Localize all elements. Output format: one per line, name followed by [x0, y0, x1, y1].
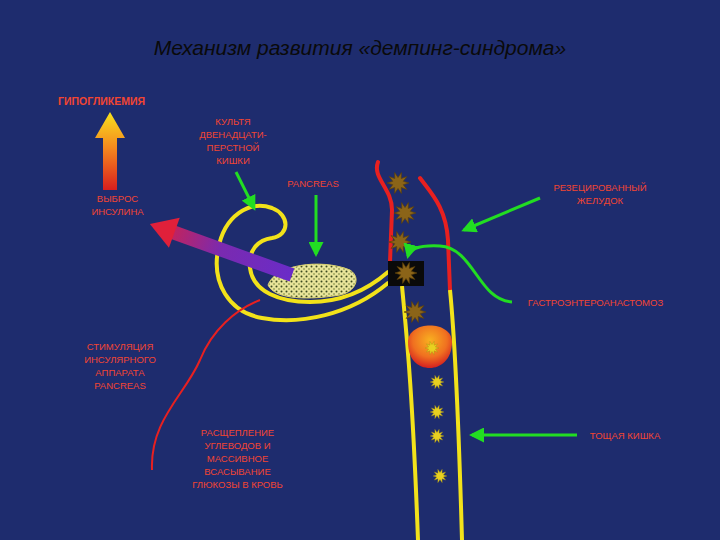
anatomy-label: РАСЩЕПЛЕНИЕ УГЛЕВОДОВ И МАССИВНОЕ ВСАСЫВ…: [180, 426, 295, 491]
anatomy-label: ГАСТРОЭНТЕРОАНАСТОМОЗ: [513, 296, 678, 309]
food-bolus: [408, 326, 452, 369]
anatomy-label: СТИМУЛЯЦИЯ ИНСУЛЯРНОГО АППАРАТА PANCREAS: [70, 340, 170, 392]
jejunum-wall: [450, 290, 462, 540]
jejunum-wall: [402, 286, 418, 540]
hypoglycemia-arrow: [95, 112, 125, 190]
insulin-arrow: [144, 209, 297, 290]
anatomy-label: ТОЩАЯ КИШКА: [575, 429, 675, 442]
anatomy-label: КУЛЬТЯ ДВЕНАДЦАТИ-ПЕРСТНОЙ КИШКИ: [193, 115, 273, 167]
stomach-wall: [420, 178, 450, 290]
anastomosis-box: [388, 261, 424, 286]
anatomy-label: ГИПОГЛИКЕМИЯ: [58, 95, 188, 108]
anatomy-label: ВЫБРОС ИНСУЛИНА: [75, 192, 160, 218]
diagram-title: Механизм развития «демпинг-синдрома»: [154, 36, 566, 60]
glucose-particles: [425, 341, 447, 482]
pointer-arrows: [236, 172, 577, 435]
anatomy-label: РЕЗЕЦИРОВАННЫЙ ЖЕЛУДОК: [540, 181, 660, 207]
anatomy-label: PANCREAS: [278, 177, 348, 190]
